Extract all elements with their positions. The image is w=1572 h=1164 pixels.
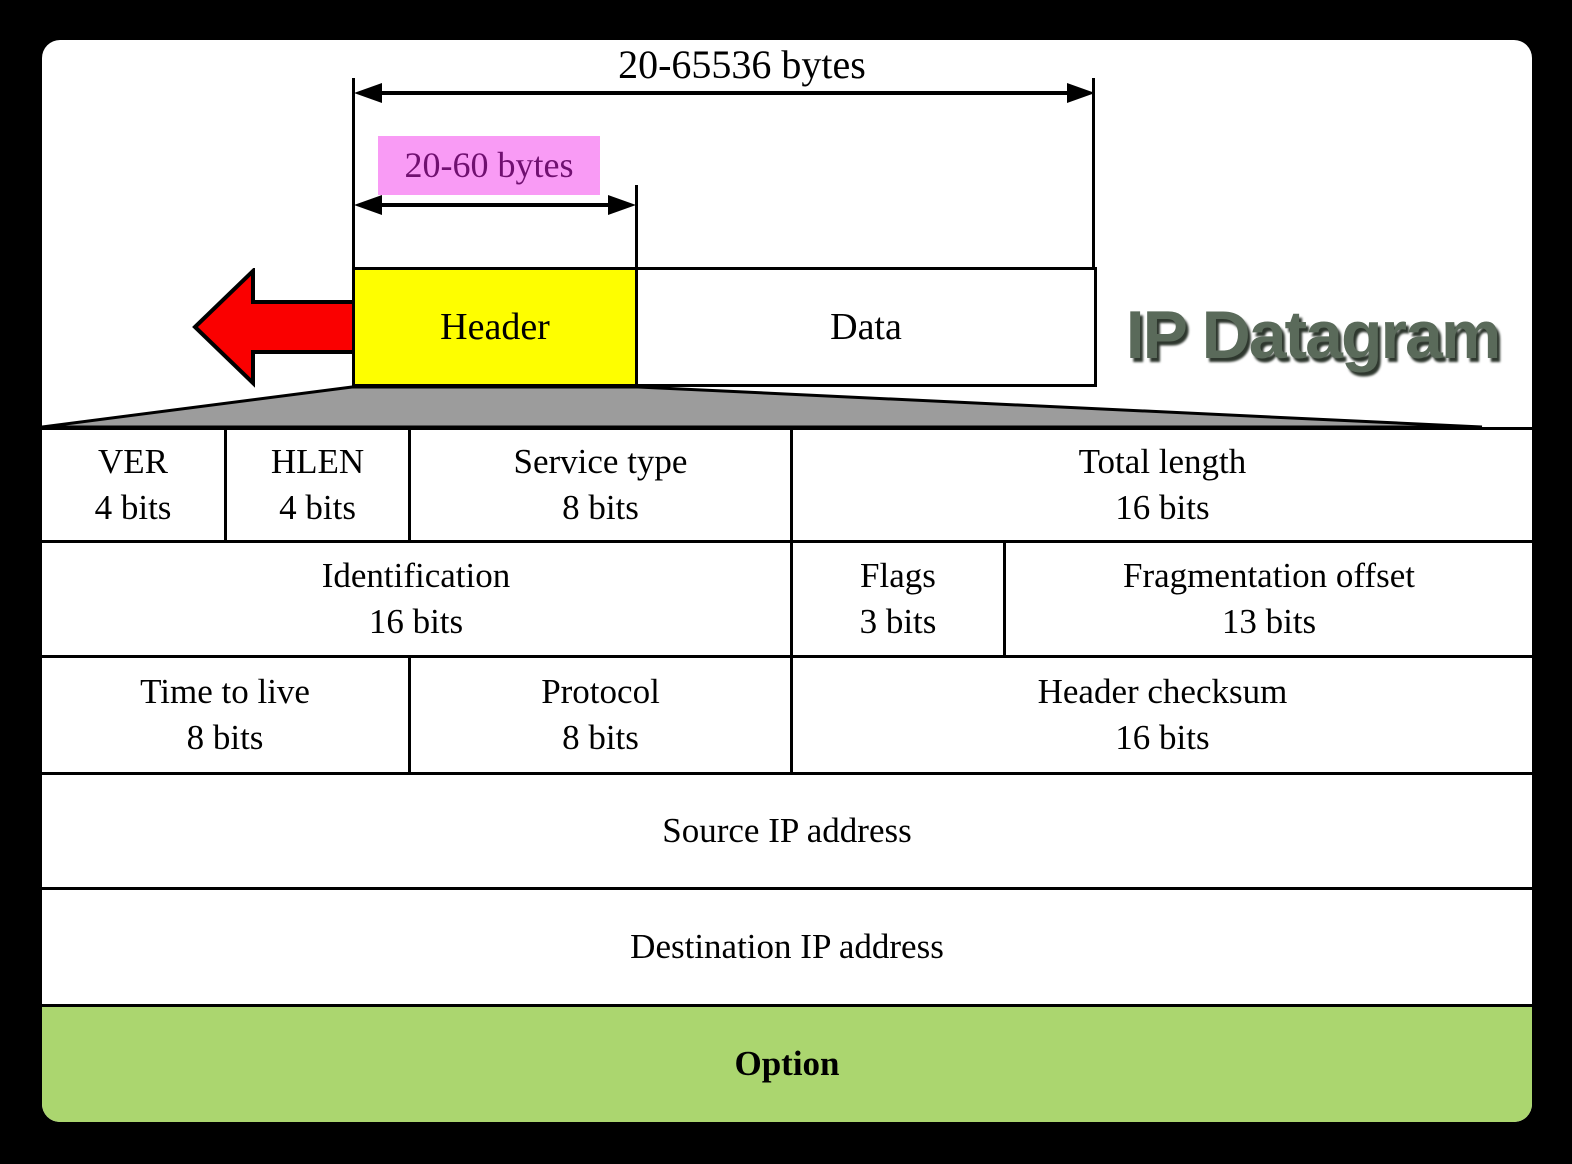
field-option: Option [42,1007,1532,1122]
field-service-type: Service type 8 bits [411,430,793,540]
total-length-span-label: 20-65536 bytes [618,42,866,87]
table-row: VER 4 bits HLEN 4 bits Service type 8 bi… [42,430,1532,543]
page-title: IP Datagram [1125,297,1502,373]
table-row: Identification 16 bits Flags 3 bits Frag… [42,543,1532,658]
header-extent-line [635,185,638,267]
field-identification: Identification 16 bits [42,543,793,655]
field-fragmentation-offset: Fragmentation offset 13 bits [1006,543,1532,655]
field-name: Fragmentation offset [1123,555,1415,595]
field-name: Time to live [140,671,310,711]
field-bits: 16 bits [368,602,464,641]
field-bits: 3 bits [859,602,937,641]
field-source-ip: Source IP address [42,775,1532,887]
field-bits: 8 bits [186,718,264,757]
field-destination-ip: Destination IP address [42,890,1532,1004]
diagram-panel: 20-65536 bytes 20-60 bytes Header Data I… [42,40,1532,1122]
left-red-arrow-icon [192,268,356,388]
field-name: Destination IP address [630,926,944,966]
field-header-checksum: Header checksum 16 bits [793,658,1532,772]
field-bits: 4 bits [279,488,356,527]
field-name: Source IP address [662,810,912,850]
field-hlen: HLEN 4 bits [227,430,412,540]
table-row: Destination IP address [42,890,1532,1007]
field-ver: VER 4 bits [42,430,228,540]
field-name: Header checksum [1037,671,1288,711]
field-flags: Flags 3 bits [793,543,1007,655]
data-box: Data [635,267,1097,387]
ip-header-fields-table: VER 4 bits HLEN 4 bits Service type 8 bi… [42,427,1532,1122]
header-box: Header [352,267,638,387]
field-bits: 13 bits [1221,602,1317,641]
left-extent-line [352,78,355,267]
header-box-label: Header [440,306,550,348]
data-box-label: Data [830,306,902,348]
field-bits: 16 bits [1115,718,1210,757]
total-span-arrow-icon [354,83,1095,103]
funnel-shape [42,385,1483,429]
field-bits: 8 bits [562,718,639,757]
table-row: Source IP address [42,775,1532,890]
right-extent-line [1092,78,1095,267]
field-time-to-live: Time to live 8 bits [42,658,412,772]
header-span-label: 20-60 bytes [378,136,600,195]
field-name: VER [98,441,169,481]
field-name: Protocol [541,671,660,711]
field-total-length: Total length 16 bits [793,430,1532,540]
field-name: Identification [321,555,511,595]
field-name: Option [734,1044,840,1084]
table-row: Time to live 8 bits Protocol 8 bits Head… [42,658,1532,775]
table-row-option: Option [42,1007,1532,1122]
field-name: Total length [1078,441,1247,481]
field-bits: 16 bits [1115,488,1210,527]
header-span-arrow-icon [354,195,636,215]
field-name: HLEN [270,441,365,481]
field-protocol: Protocol 8 bits [411,658,793,772]
field-bits: 4 bits [94,488,172,527]
field-name: Service type [513,441,688,481]
field-name: Flags [860,555,936,595]
field-bits: 8 bits [562,488,639,527]
